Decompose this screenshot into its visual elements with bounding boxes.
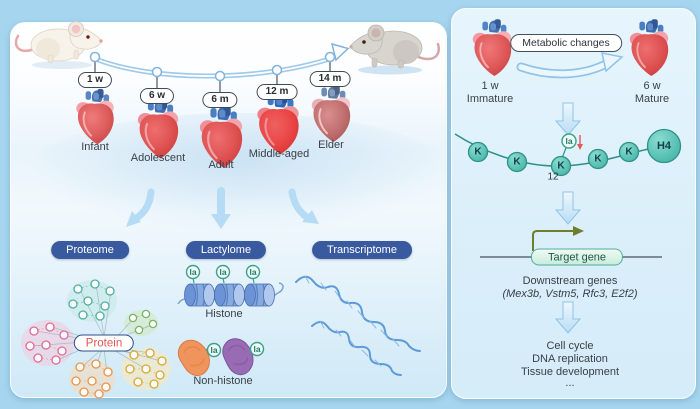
la-mark: la bbox=[565, 136, 573, 146]
stage-label-infant: Infant bbox=[81, 141, 109, 153]
stage-label-adolescent: Adolescent bbox=[130, 152, 186, 164]
site-12-label: 12 bbox=[547, 171, 559, 183]
la-mark: la bbox=[219, 267, 227, 277]
mature-state-label: Mature bbox=[634, 93, 670, 105]
la-mark: la bbox=[249, 267, 257, 277]
non-histone-label: Non-histone bbox=[193, 375, 253, 387]
lysine-label: K bbox=[474, 146, 482, 158]
stage-label-elder: Elder bbox=[318, 139, 344, 151]
downstream-genes-title: Downstream genes bbox=[522, 275, 618, 287]
lysine-label: K bbox=[557, 160, 565, 172]
background-glow bbox=[25, 113, 453, 233]
age-badge-1w: 1 w bbox=[77, 72, 113, 88]
la-mark: la bbox=[253, 344, 261, 354]
protein-hub-label: Protein bbox=[73, 334, 135, 352]
lactylome-pill: Lactylome bbox=[185, 241, 267, 260]
age-badge-6m: 6 m bbox=[202, 92, 238, 108]
age-badge-12m: 12 m bbox=[256, 84, 298, 100]
la-mark: la bbox=[189, 267, 197, 277]
immature-state-label: Immature bbox=[466, 93, 514, 105]
la-mark: la bbox=[210, 345, 218, 355]
age-badge-6w: 6 w bbox=[139, 88, 175, 104]
lysine-label: K bbox=[594, 153, 602, 165]
target-gene-box: Target gene bbox=[530, 248, 624, 266]
lysine-label: K bbox=[625, 146, 633, 158]
proteome-pill: Proteome bbox=[51, 241, 129, 260]
histone-label: Histone bbox=[205, 308, 243, 320]
metabolic-changes-badge: Metabolic changes bbox=[510, 34, 622, 52]
stage-label-middle-aged: Middle-aged bbox=[248, 148, 310, 160]
age-badge-14m: 14 m bbox=[309, 71, 351, 87]
stage-label-adult: Adult bbox=[208, 159, 234, 171]
downstream-genes-list: (Mex3b, Vstm5, Rfc3, E2f2) bbox=[502, 288, 638, 300]
outcome-cell-cycle: Cell cycle bbox=[546, 340, 594, 352]
outcome-tissue-dev: Tissue development bbox=[520, 366, 620, 378]
outcome-dna-replication: DNA replication bbox=[532, 353, 608, 365]
immature-age-label: 1 w bbox=[481, 80, 499, 92]
outcome-ellipsis: ... bbox=[565, 377, 575, 389]
transcriptome-pill: Transcriptome bbox=[312, 241, 412, 260]
lysine-label: K bbox=[513, 156, 521, 168]
mature-age-label: 6 w bbox=[643, 80, 661, 92]
h4-label: H4 bbox=[656, 140, 672, 152]
